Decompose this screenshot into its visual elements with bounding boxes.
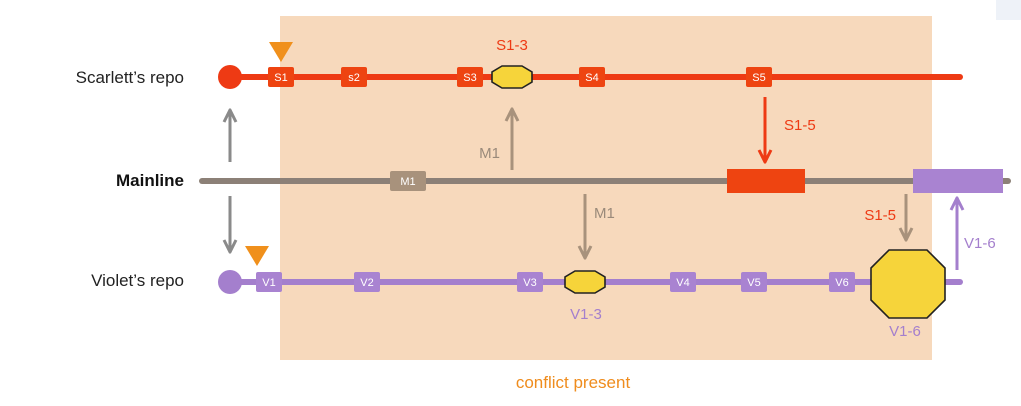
commit-label: M1 [400,176,415,188]
scarlett-branch-marker-icon [269,42,293,62]
conflict-octagon-icon [564,270,606,294]
violet-origin-dot [218,270,242,294]
scarlett-commit: s2 [341,67,367,87]
violet-commit: V3 [517,272,543,292]
conflict-label-v1-3: V1-3 [570,306,602,323]
commit-label: V6 [835,277,848,289]
commit-label: S3 [463,72,476,84]
violet-commit: V6 [829,272,855,292]
violet-commit: V4 [670,272,696,292]
scarlett-commit: S3 [457,67,483,87]
mainline-merge-s1-5 [727,169,805,193]
commit-label: S1 [274,72,287,84]
s1-5-to-violet-label: S1-5 [864,207,896,224]
v1-6-to-mainline-label: V1-6 [964,235,996,252]
violet-branch-marker-icon [245,246,269,266]
commit-label: V1 [262,277,275,289]
mainline-commit: M1 [390,171,426,191]
commit-label: V5 [747,277,760,289]
conflict-region-label: conflict present [516,373,631,392]
commit-label: S5 [752,72,765,84]
scarlett-origin-dot [218,65,242,89]
violet-repo-label: Violet’s repo [91,271,184,290]
conflict-label-s1-3: S1-3 [496,37,528,54]
scarlett-commit: S5 [746,67,772,87]
s1-5-to-mainline-label: S1-5 [784,117,816,134]
conflict-octagon-icon [870,249,946,319]
violet-commit: V5 [741,272,767,292]
violet-commit: V1 [256,272,282,292]
commit-label: V2 [360,277,373,289]
commit-label: S4 [585,72,598,84]
mainline-merge-v1-6 [913,169,1003,193]
m1-down-label: M1 [594,205,615,222]
mainline-label: Mainline [116,171,184,190]
conflict-label-v1-6: V1-6 [889,323,921,340]
violet-commit: V2 [354,272,380,292]
m1-up-label: M1 [479,145,500,162]
commit-label: V3 [523,277,536,289]
commit-label: s2 [348,72,360,84]
scarlett-commit: S4 [579,67,605,87]
corner-mark [996,0,1021,20]
commit-label: V4 [676,277,689,289]
scarlett-commit: S1 [268,67,294,87]
scarlett-repo-label: Scarlett’s repo [76,68,184,87]
conflict-octagon-icon [491,65,533,89]
conflict-region [280,16,932,360]
